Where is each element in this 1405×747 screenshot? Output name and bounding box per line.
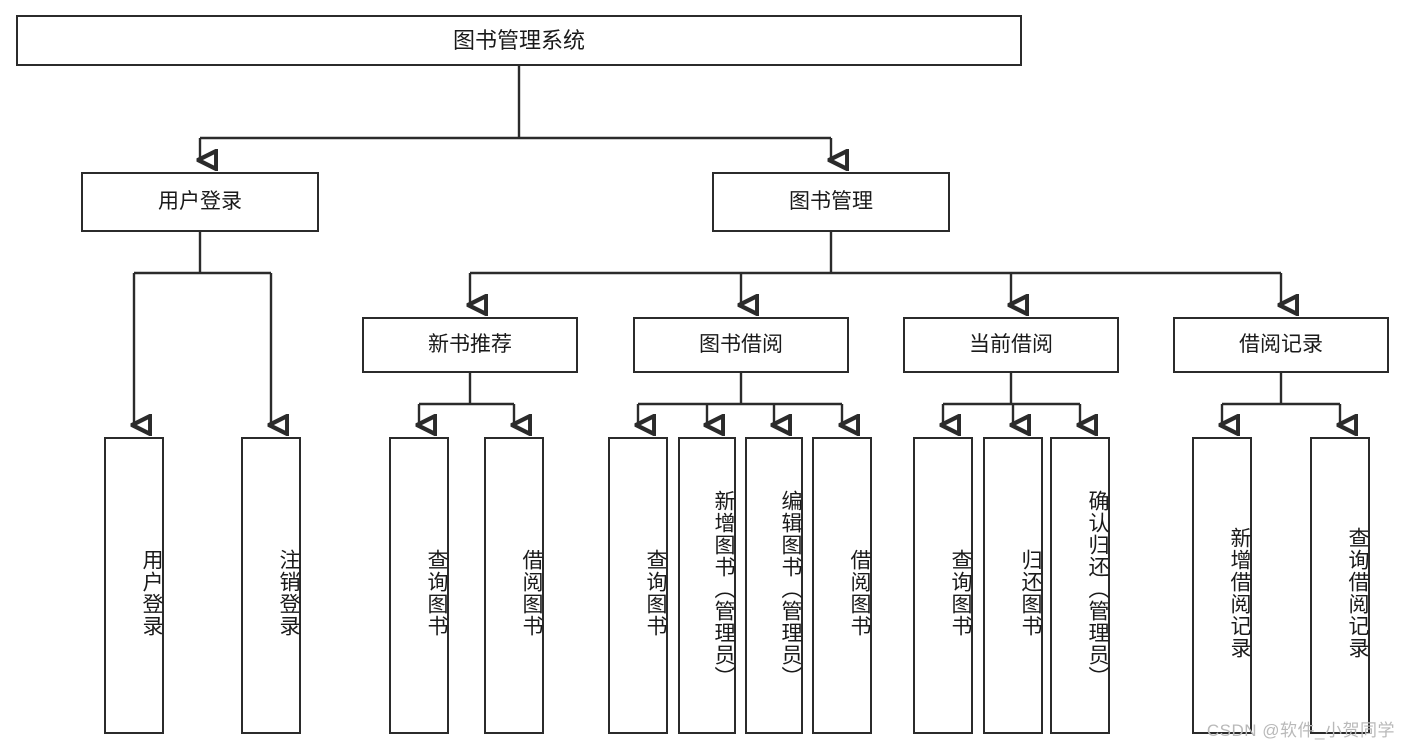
watermark: CSDN @软件_小贺同学: [1206, 721, 1395, 740]
node-leaf-query-record[interactable]: 查询借阅记录: [1310, 437, 1370, 734]
node-borrow-record[interactable]: 借阅记录: [1173, 317, 1389, 373]
node-leaf-return-book[interactable]: 归还图书: [983, 437, 1043, 734]
node-new-book-recommend-label: 新书推荐: [428, 332, 512, 356]
node-leaf-confirm-return[interactable]: 确认归还（管理员）: [1050, 437, 1110, 734]
node-leaf-borrow-book-1-label: 借阅图书: [520, 548, 543, 637]
node-leaf-query-book-3[interactable]: 查询图书: [913, 437, 973, 734]
node-leaf-user-logout-label: 注销登录: [277, 548, 300, 637]
node-leaf-borrow-book-1[interactable]: 借阅图书: [484, 437, 544, 734]
node-leaf-borrow-book-2[interactable]: 借阅图书: [812, 437, 872, 734]
node-leaf-user-logout[interactable]: 注销登录: [241, 437, 301, 734]
node-leaf-add-book-label: 新增图书（管理员）: [712, 489, 735, 688]
node-leaf-query-record-label: 查询借阅记录: [1346, 526, 1369, 659]
node-book-manage[interactable]: 图书管理: [712, 172, 950, 232]
node-borrow-record-label: 借阅记录: [1239, 332, 1323, 356]
node-root-label: 图书管理系统: [452, 27, 585, 53]
node-leaf-confirm-return-label: 确认归还（管理员）: [1086, 489, 1109, 688]
node-user-login-label: 用户登录: [158, 189, 242, 213]
node-leaf-add-book[interactable]: 新增图书（管理员）: [678, 437, 736, 734]
node-leaf-user-login[interactable]: 用户登录: [104, 437, 164, 734]
node-book-manage-label: 图书管理: [789, 189, 873, 213]
node-root[interactable]: 图书管理系统: [16, 15, 1022, 66]
node-book-borrow[interactable]: 图书借阅: [633, 317, 849, 373]
node-book-borrow-label: 图书借阅: [699, 332, 783, 356]
node-leaf-query-book-1-label: 查询图书: [425, 548, 448, 637]
node-current-borrow-label: 当前借阅: [969, 332, 1053, 356]
node-leaf-edit-book-label: 编辑图书（管理员）: [779, 489, 802, 688]
node-leaf-borrow-book-2-label: 借阅图书: [848, 548, 871, 637]
node-user-login[interactable]: 用户登录: [81, 172, 319, 232]
node-leaf-query-book-2[interactable]: 查询图书: [608, 437, 668, 734]
node-leaf-query-book-3-label: 查询图书: [949, 548, 972, 637]
node-leaf-user-login-label: 用户登录: [140, 548, 163, 637]
node-current-borrow[interactable]: 当前借阅: [903, 317, 1119, 373]
node-leaf-edit-book[interactable]: 编辑图书（管理员）: [745, 437, 803, 734]
node-leaf-add-record-label: 新增借阅记录: [1228, 526, 1251, 659]
node-leaf-add-record[interactable]: 新增借阅记录: [1192, 437, 1252, 734]
node-leaf-query-book-1[interactable]: 查询图书: [389, 437, 449, 734]
node-leaf-query-book-2-label: 查询图书: [644, 548, 667, 637]
node-new-book-recommend[interactable]: 新书推荐: [362, 317, 578, 373]
node-leaf-return-book-label: 归还图书: [1019, 548, 1042, 637]
